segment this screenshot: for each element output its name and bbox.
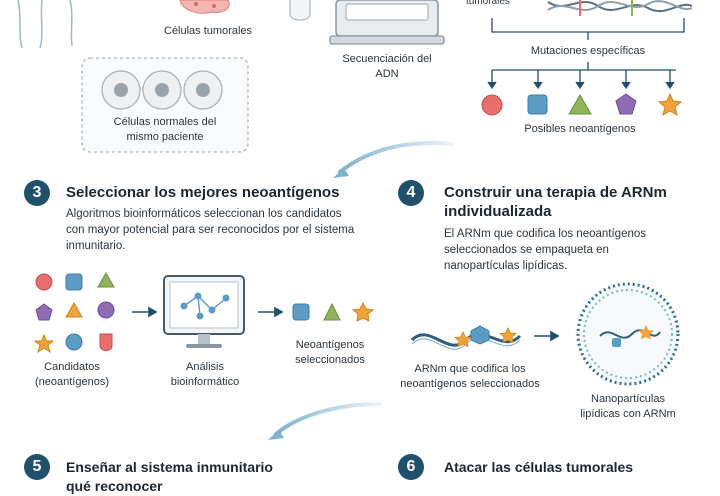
mutations-label: Mutaciones específicas — [510, 44, 666, 59]
bioinformatics-computer-icon — [163, 275, 245, 348]
step3-arrows — [132, 306, 284, 318]
sample-tube-icon — [289, 0, 311, 21]
lipid-nanoparticle-icon — [576, 282, 680, 386]
step-3-number: 3 — [24, 180, 50, 206]
step-3-title: Seleccionar los mejores neoantígenos — [66, 184, 340, 201]
tumor-cells-label: Células tumorales — [163, 25, 253, 37]
step-5-number: 5 — [24, 454, 50, 480]
selected-neoantigens-label: Neoantígenos seleccionados — [295, 339, 365, 366]
dna-sequencer-icon — [329, 0, 445, 45]
step-4-description: El ARNm que codifica los neoantígenos se… — [444, 228, 647, 272]
mutation-connector-lines — [487, 18, 685, 90]
step-6-number: 6 — [398, 454, 424, 480]
normal-cells-icon — [101, 70, 223, 110]
step-6-title: Atacar las células tumorales — [444, 459, 634, 475]
possible-neoantigens-icons — [481, 92, 683, 117]
flow-arrow-bottom — [274, 402, 382, 436]
flow-arrow-top — [338, 141, 454, 174]
candidate-shapes-grid — [33, 271, 115, 354]
normal-cells-label: Células normales del mismo paciente — [113, 116, 217, 143]
tumor-fragment-label: tumorales — [466, 0, 510, 7]
candidates-label: Candidatos (neoantígenos) — [35, 361, 109, 388]
analysis-label: Análisis bioinformático — [170, 361, 240, 388]
mrna-label: ARNm que codifica los neoantígenos selec… — [400, 363, 540, 390]
possible-neoantigens-label: Posibles neoantígenos — [524, 123, 636, 135]
patient-silhouette-icon — [17, 0, 73, 49]
step-5-title: Enseñar al sistema inmunitario qué recon… — [66, 459, 273, 494]
diagram-graphics — [17, 0, 693, 440]
step-3-description: Algoritmos bioinformáticos seleccionan l… — [66, 208, 355, 252]
tumor-cells-icon — [179, 0, 230, 14]
step4-arrow — [534, 330, 560, 342]
mrna-strand-icon — [410, 325, 522, 350]
nanoparticle-label: Nanopartículas lipídicas con ARNm — [580, 393, 676, 420]
sequencing-label: Secuenciación del ADN — [342, 53, 432, 80]
step-4-title: Construir una terapia de ARNm individual… — [444, 184, 667, 220]
selected-neoantigens-icons — [292, 301, 375, 322]
step-4-number: 4 — [398, 180, 424, 206]
dna-helix-icon — [547, 0, 693, 16]
